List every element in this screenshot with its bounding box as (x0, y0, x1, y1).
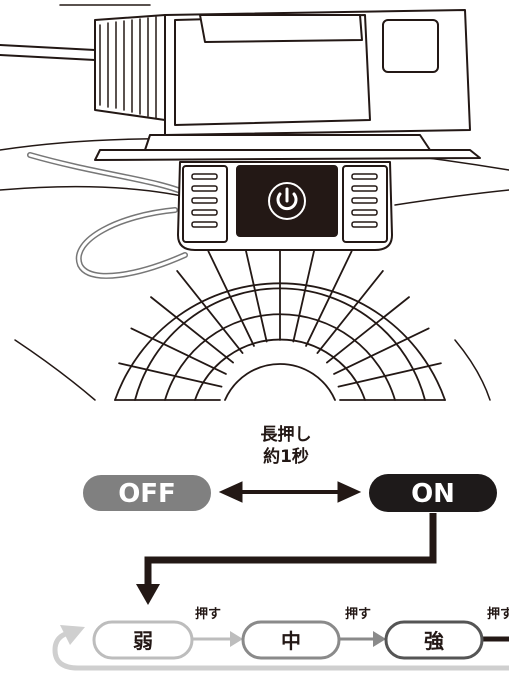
fan-spoke (333, 327, 430, 375)
fan-spoke (337, 362, 442, 388)
on-to-weak-arrow (136, 513, 437, 605)
fan-spoke (242, 238, 268, 343)
control-panel (177, 161, 393, 251)
motor-body (94, 9, 481, 161)
cycle-arrowhead (60, 625, 85, 645)
hold-instruction-line2: 約1秒 (263, 446, 309, 467)
level-strong: 強 (384, 620, 484, 660)
fan-spoke (130, 327, 227, 375)
fan-spoke (292, 238, 318, 343)
fan-spoke (150, 296, 234, 364)
cycle-loop (52, 630, 509, 671)
fan-guard (114, 234, 446, 401)
fan-spoke (176, 270, 244, 354)
on-label: ON (411, 479, 455, 509)
level-strong-label: 強 (424, 629, 444, 653)
power-icon (268, 182, 306, 220)
level-weak-label: 弱 (133, 629, 153, 653)
press-label-2: 押す (345, 606, 371, 622)
double-arrow (218, 481, 362, 503)
fan-spoke (326, 296, 410, 364)
off-state-pill: OFF (81, 473, 213, 513)
level-weak: 弱 (92, 620, 194, 660)
fan-spoke (305, 250, 353, 347)
level-medium-label: 中 (281, 629, 301, 653)
fan-spoke (316, 270, 384, 354)
level-medium: 中 (241, 620, 341, 660)
arrow-medium-strong-head (373, 631, 386, 647)
off-label: OFF (118, 479, 176, 509)
on-state-pill: ON (369, 474, 497, 512)
press-label-1: 押す (195, 606, 221, 622)
hold-instruction-line1: 長押し (261, 424, 312, 445)
arrow-weak-medium-head (230, 631, 243, 647)
fan-spoke (118, 362, 223, 388)
press-label-3: 押す (487, 606, 509, 622)
device-illustration (0, 4, 509, 401)
fan-spoke (207, 250, 255, 347)
